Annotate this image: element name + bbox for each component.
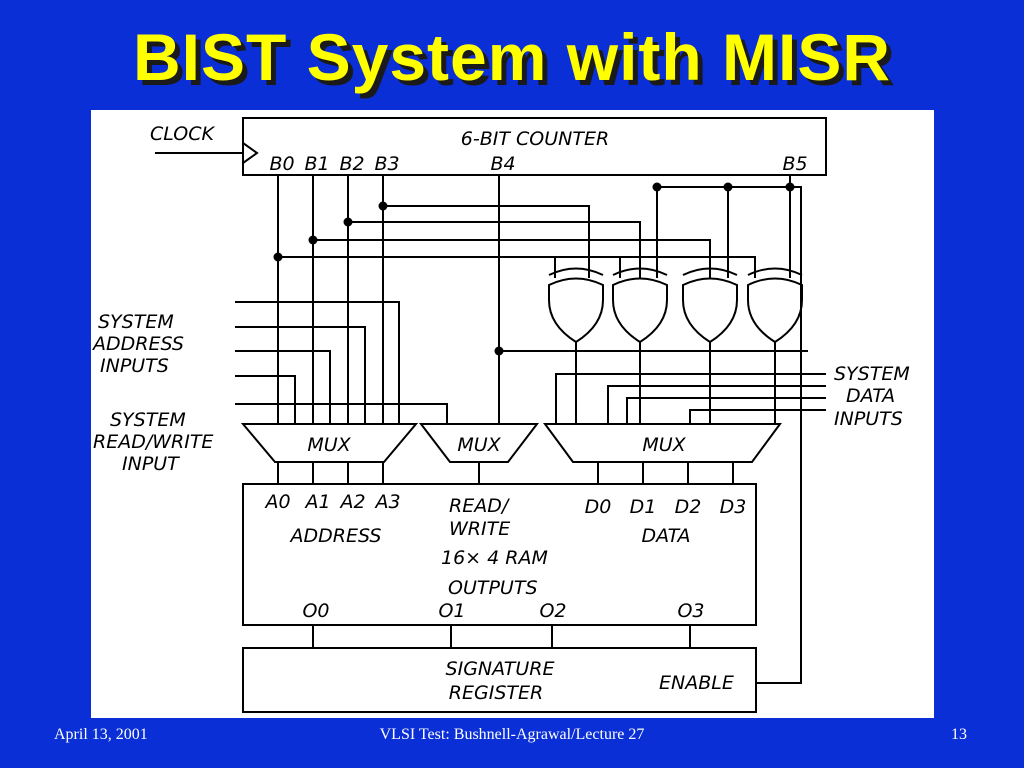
counter-bit-b1: B1 — [304, 153, 329, 175]
data-mux-label: MUX — [642, 434, 686, 456]
junction-dot — [343, 217, 353, 227]
ram-pin-a1: A1 — [303, 491, 330, 513]
wire-sys-addr-4 — [235, 375, 296, 424]
sys-addr-label-1: SYSTEM — [98, 311, 174, 333]
ram-pin-a0: A0 — [263, 491, 290, 513]
ram-address-label: ADDRESS — [289, 525, 382, 547]
bist-diagram: CLOCK 6-BIT COUNTER B0 B1 B2 B3 B4 B5 SY… — [91, 110, 934, 718]
ram-pin-a2: A2 — [338, 491, 365, 513]
address-mux-label: MUX — [307, 434, 351, 456]
wire-sys-addr-1 — [235, 301, 400, 424]
junction-dot — [723, 182, 733, 192]
ram-pin-d3: D3 — [720, 496, 747, 518]
xor-gate-3 — [682, 267, 738, 344]
signature-register-box — [242, 647, 757, 713]
signature-register-label-1: SIGNATURE — [446, 658, 555, 680]
junction-dot — [378, 201, 388, 211]
wire-sys-addr-2 — [235, 326, 366, 424]
junction-dot — [273, 252, 283, 262]
wire-sys-data-3 — [626, 397, 826, 424]
ram-box — [242, 483, 757, 626]
wire-b0-xor4 — [278, 256, 756, 278]
ram-pin-d1: D1 — [630, 496, 657, 518]
slide-title: BIST System with MISR — [132, 20, 892, 94]
wire-sys-rw — [235, 403, 448, 424]
bist-diagram-svg: CLOCK 6-BIT COUNTER B0 B1 B2 B3 B4 B5 SY… — [91, 117, 910, 713]
wire-sys-data-4 — [689, 409, 826, 424]
signature-register-label-2: REGISTER — [449, 682, 543, 704]
junction-dot — [785, 182, 795, 192]
ram-pin-d2: D2 — [675, 496, 702, 518]
footer-date: April 13, 2001 — [54, 726, 148, 743]
slide-title-area: BIST System with MISR BIST System with M… — [0, 14, 1024, 100]
ram-rw-label-1: READ/ — [449, 495, 511, 517]
ram-pin-o2: O2 — [539, 600, 566, 622]
ram-pin-o3: O3 — [677, 600, 704, 622]
counter-box — [242, 117, 827, 176]
ram-pin-a3: A3 — [373, 491, 400, 513]
counter-bit-b2: B2 — [339, 153, 364, 175]
counter-bit-b4: B4 — [490, 153, 515, 175]
ram-pin-d0: D0 — [585, 496, 612, 518]
sys-rw-label-2: READ/WRITE — [93, 431, 213, 453]
counter-bit-b0: B0 — [269, 153, 294, 175]
data-mux — [543, 423, 782, 463]
counter-bit-b5: B5 — [782, 153, 807, 175]
sys-data-label-1: SYSTEM — [834, 363, 910, 385]
wire-b3-xor1 — [383, 205, 590, 278]
xor-gate-4 — [747, 267, 803, 344]
ram-outputs-label: OUTPUTS — [448, 577, 538, 599]
ram-rw-label-2: WRITE — [449, 518, 510, 540]
wire-sys-data-2 — [607, 385, 826, 424]
sys-data-label-2: DATA — [846, 385, 895, 407]
wire-sys-addr-3 — [235, 350, 331, 424]
clock-label: CLOCK — [150, 123, 215, 145]
xor-gate-2 — [612, 267, 668, 344]
junction-dot — [308, 235, 318, 245]
sys-rw-label-3: INPUT — [122, 453, 180, 475]
ram-pin-o1: O1 — [438, 600, 465, 622]
clock-input-triangle — [242, 142, 259, 164]
junction-dot — [652, 182, 662, 192]
wire-b2-xor2 — [348, 221, 641, 278]
rw-mux-label: MUX — [457, 434, 501, 456]
footer-course: VLSI Test: Bushnell-Agrawal/Lecture 27 — [379, 726, 645, 743]
sys-data-label-3: INPUTS — [834, 408, 903, 430]
wire-sys-data-1 — [555, 373, 826, 424]
junction-dot — [494, 346, 504, 356]
ram-pin-o0: O0 — [302, 600, 329, 622]
ram-data-label: DATA — [641, 525, 690, 547]
wire-b1-xor3 — [313, 239, 711, 278]
rw-mux — [418, 423, 540, 463]
junction-dots — [273, 182, 795, 356]
footer-page-number: 13 — [951, 726, 967, 743]
ram-size-label: 16× 4 RAM — [441, 547, 548, 569]
counter-bit-b3: B3 — [374, 153, 399, 175]
sys-addr-label-2: ADDRESS — [91, 333, 184, 355]
slide-title-shadow: BIST System with MISR — [137, 25, 897, 99]
xor-gate-1 — [548, 267, 604, 344]
counter-title: 6-BIT COUNTER — [461, 128, 609, 150]
enable-label: ENABLE — [659, 672, 734, 694]
sys-addr-label-3: INPUTS — [100, 355, 169, 377]
sys-rw-label-1: SYSTEM — [110, 409, 186, 431]
